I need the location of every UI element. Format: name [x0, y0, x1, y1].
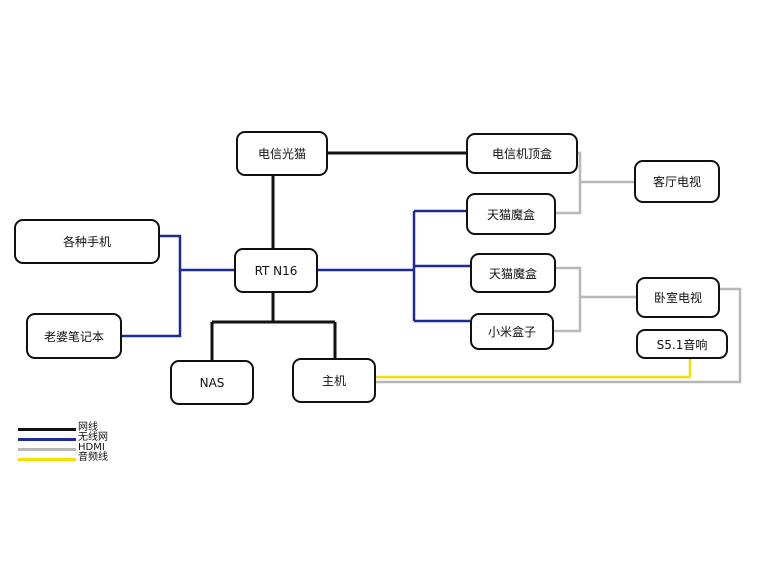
speaker-label: S5.1音响	[656, 337, 708, 352]
laptop-label: 老婆笔记本	[43, 329, 104, 344]
legend-item-wired: 网线	[18, 422, 158, 434]
wifi-phones	[160, 234, 234, 272]
wifi-laptop	[122, 270, 182, 338]
pc-node: 主机	[292, 358, 376, 403]
hdmi-iptv-to-living-tv	[578, 151, 634, 184]
telecom-modem-node: 电信光猫	[236, 131, 328, 176]
laptop-node: 老婆笔记本	[26, 313, 122, 359]
bedroom-tv-label: 卧室电视	[653, 291, 702, 305]
legend-label-wireless: 无线网	[78, 432, 108, 443]
telecom-modem-label: 电信光猫	[257, 147, 306, 161]
hdmi-pc-to-bedroom-tv	[376, 287, 742, 384]
mi-box-node: 小米盒子	[470, 313, 554, 350]
tmall-box-2-label: 天猫魔盒	[488, 266, 537, 281]
living-room-tv-node: 客厅电视	[634, 160, 720, 203]
bedroom-tv-node: 卧室电视	[636, 277, 720, 318]
legend-item-hdmi: HDMI	[18, 442, 158, 454]
legend-swatch-audio	[18, 458, 76, 461]
iptv-box-node: 电信机顶盒	[466, 133, 578, 174]
legend-label-wired: 网线	[78, 422, 98, 433]
legend-item-wireless: 无线网	[18, 432, 158, 444]
legend-item-audio: 音频线	[18, 452, 158, 464]
router-label: RT N16	[254, 263, 298, 278]
legend: 网线 无线网 HDMI 音频线	[18, 422, 158, 464]
legend-swatch-wireless	[18, 438, 76, 441]
hdmi-mibox-to-bedroom-tv	[554, 297, 582, 333]
audio-lines	[376, 359, 692, 379]
nas-node: NAS	[170, 360, 254, 405]
tmall-box-1-label: 天猫魔盒	[486, 207, 535, 222]
pc-label: 主机	[321, 374, 346, 388]
hdmi-tmall1-to-living-tv	[556, 182, 582, 215]
phones-label: 各种手机	[62, 235, 111, 249]
iptv-box-label: 电信机顶盒	[491, 147, 552, 161]
phones-node: 各种手机	[14, 219, 160, 264]
hdmi-lines	[376, 151, 742, 384]
legend-label-hdmi: HDMI	[78, 442, 105, 453]
legend-swatch-wired	[18, 428, 76, 431]
legend-label-audio: 音频线	[78, 452, 108, 463]
wired-lines	[210, 151, 466, 360]
tmall-box-1-node: 天猫魔盒	[466, 193, 556, 235]
speaker-node: S5.1音响	[636, 329, 728, 359]
audio-pc-to-speaker	[376, 359, 692, 379]
wireless-lines	[122, 209, 470, 338]
legend-swatch-hdmi	[18, 448, 76, 451]
hdmi-tmall2-to-bedroom-tv	[556, 266, 636, 299]
living-room-tv-label: 客厅电视	[652, 175, 701, 189]
tmall-box-2-node: 天猫魔盒	[470, 253, 556, 293]
router-node: RT N16	[234, 248, 318, 293]
mi-box-label: 小米盒子	[487, 325, 536, 339]
nas-label: NAS	[199, 375, 225, 390]
